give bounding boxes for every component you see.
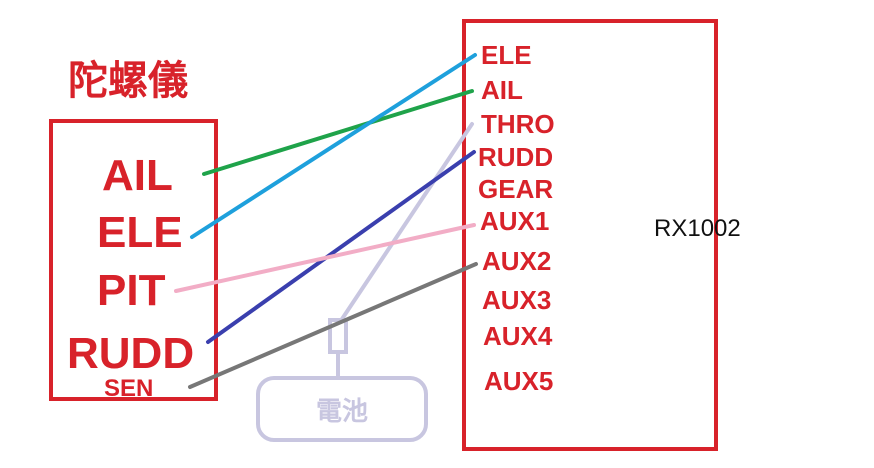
- receiver-box: [462, 19, 718, 451]
- rx-channel-aux2: AUX2: [482, 246, 551, 276]
- rx-channel-thro: THRO: [481, 109, 555, 139]
- gyro-box: [49, 119, 218, 401]
- gyro-label-ail: AIL: [102, 151, 173, 200]
- wire-sen-aux2: [188, 262, 478, 389]
- gyro-title: 陀螺儀: [68, 59, 188, 103]
- gyro-label-ele: ELE: [97, 208, 183, 257]
- gyro-label-sen: SEN: [104, 375, 153, 402]
- receiver-name: RX1002: [654, 215, 741, 242]
- gyro-label-pit: PIT: [97, 266, 166, 315]
- battery-label: 電池: [316, 396, 368, 426]
- rx-channel-aux5: AUX5: [484, 366, 553, 396]
- rx-channel-aux1: AUX1: [480, 206, 549, 236]
- wire-ail: [202, 89, 474, 176]
- wire-ele: [190, 53, 477, 239]
- gyro-label-rudd: RUDD: [67, 329, 194, 378]
- battery-box: [256, 376, 428, 442]
- rx-channel-gear: GEAR: [478, 174, 553, 204]
- rx-channel-ail: AIL: [481, 75, 523, 105]
- wire-pit-aux1: [174, 223, 476, 293]
- wire-thro-battery: [338, 122, 474, 324]
- wire-rudd: [206, 150, 476, 344]
- rx-channel-ele: ELE: [481, 40, 532, 70]
- rx-channel-rudd: RUDD: [478, 142, 553, 172]
- rx-channel-aux3: AUX3: [482, 285, 551, 315]
- rx-channel-aux4: AUX4: [483, 321, 553, 351]
